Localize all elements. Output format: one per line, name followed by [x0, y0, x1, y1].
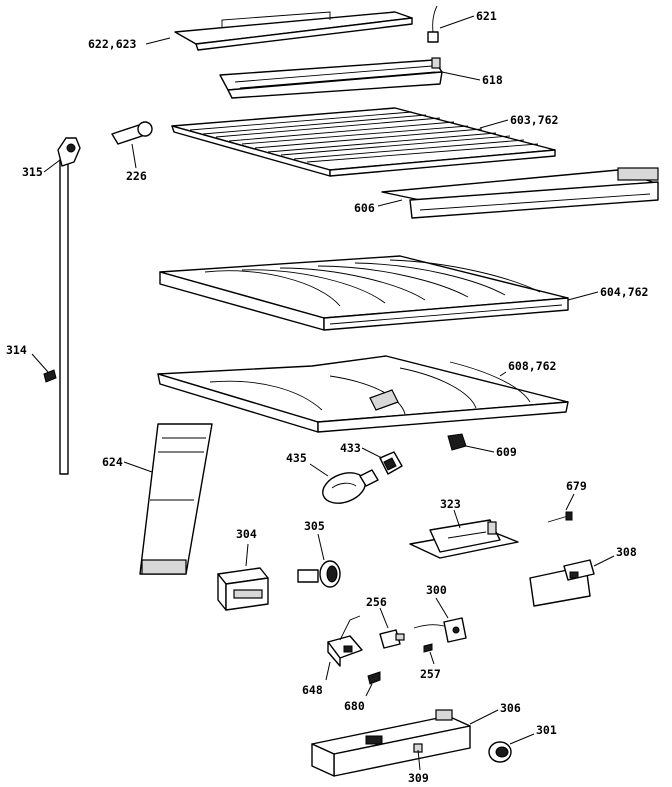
label-304: 304 — [236, 527, 257, 567]
svg-text:300: 300 — [426, 583, 447, 597]
part-609-clip — [447, 433, 467, 451]
part-308-bracket — [529, 559, 595, 607]
label-306: 306 — [469, 701, 521, 725]
label-680: 680 — [344, 683, 373, 713]
label-624: 624 — [102, 455, 153, 473]
svg-text:314: 314 — [6, 343, 27, 357]
label-606: 606 — [354, 199, 403, 215]
label-433: 433 — [340, 441, 383, 459]
part-323-housing — [409, 519, 519, 559]
label-314: 314 — [6, 343, 49, 373]
label-315: 315 — [22, 159, 61, 179]
svg-text:301: 301 — [536, 723, 557, 737]
part-301-knob — [488, 741, 512, 763]
label-226: 226 — [126, 143, 147, 183]
label-622-623: 622,623 — [88, 37, 171, 51]
part-648-relay — [327, 615, 363, 667]
part-304-block — [217, 567, 269, 611]
svg-text:606: 606 — [354, 201, 375, 215]
label-609: 609 — [465, 445, 517, 459]
label-305: 305 — [304, 519, 325, 561]
label-603-762: 603,762 — [479, 113, 558, 129]
part-618-bracket — [219, 57, 443, 99]
svg-text:609: 609 — [496, 445, 517, 459]
svg-text:308: 308 — [616, 545, 637, 559]
label-435: 435 — [286, 451, 329, 477]
part-608-762-divider — [157, 355, 569, 433]
svg-text:648: 648 — [302, 683, 323, 697]
svg-text:680: 680 — [344, 699, 365, 713]
label-257: 257 — [420, 651, 441, 681]
svg-text:323: 323 — [440, 497, 461, 511]
svg-text:305: 305 — [304, 519, 325, 533]
label-679: 679 — [565, 479, 587, 511]
svg-text:257: 257 — [420, 667, 441, 681]
part-256-switch — [379, 629, 405, 649]
svg-text:304: 304 — [236, 527, 257, 541]
svg-text:306: 306 — [500, 701, 521, 715]
part-603-762-wire-shelf — [171, 107, 556, 177]
svg-text:256: 256 — [366, 595, 387, 609]
svg-text:621: 621 — [476, 9, 497, 23]
svg-text:618: 618 — [482, 73, 503, 87]
part-622-623-top-cover — [174, 11, 413, 51]
svg-text:435: 435 — [286, 451, 307, 465]
svg-text:315: 315 — [22, 165, 43, 179]
part-435-light-bulb — [322, 469, 379, 504]
part-680-screw — [367, 671, 381, 685]
part-300-connector — [413, 617, 467, 643]
label-300: 300 — [426, 583, 449, 619]
part-433-socket — [379, 451, 403, 475]
part-604-762-shelf-frame — [159, 255, 569, 331]
part-306-control-housing — [311, 709, 471, 777]
svg-text:603,762: 603,762 — [510, 113, 558, 127]
part-624-panel — [139, 423, 213, 575]
label-621: 621 — [439, 9, 497, 29]
svg-text:622,623: 622,623 — [88, 37, 137, 51]
part-606-cover — [381, 167, 659, 219]
label-256: 256 — [366, 595, 389, 629]
label-309: 309 — [408, 749, 429, 785]
svg-text:679: 679 — [566, 479, 587, 493]
svg-text:309: 309 — [408, 771, 429, 785]
part-621-wire — [427, 5, 439, 43]
svg-text:604,762: 604,762 — [600, 285, 648, 299]
label-618: 618 — [441, 71, 503, 87]
part-314-clip — [43, 369, 57, 383]
svg-text:608,762: 608,762 — [508, 359, 556, 373]
part-226-pin — [111, 121, 153, 145]
part-257-screw — [423, 643, 433, 653]
label-323: 323 — [440, 497, 461, 529]
label-608-762: 608,762 — [499, 359, 556, 377]
label-604-762: 604,762 — [567, 285, 648, 301]
svg-text:433: 433 — [340, 441, 361, 455]
label-648: 648 — [302, 661, 331, 697]
label-301: 301 — [509, 723, 557, 745]
label-308: 308 — [593, 545, 637, 567]
svg-text:624: 624 — [102, 455, 123, 469]
part-315-hinge-rod — [57, 137, 81, 475]
svg-text:226: 226 — [126, 169, 147, 183]
part-305-thermostat — [297, 560, 341, 588]
part-679-screw — [547, 511, 573, 523]
